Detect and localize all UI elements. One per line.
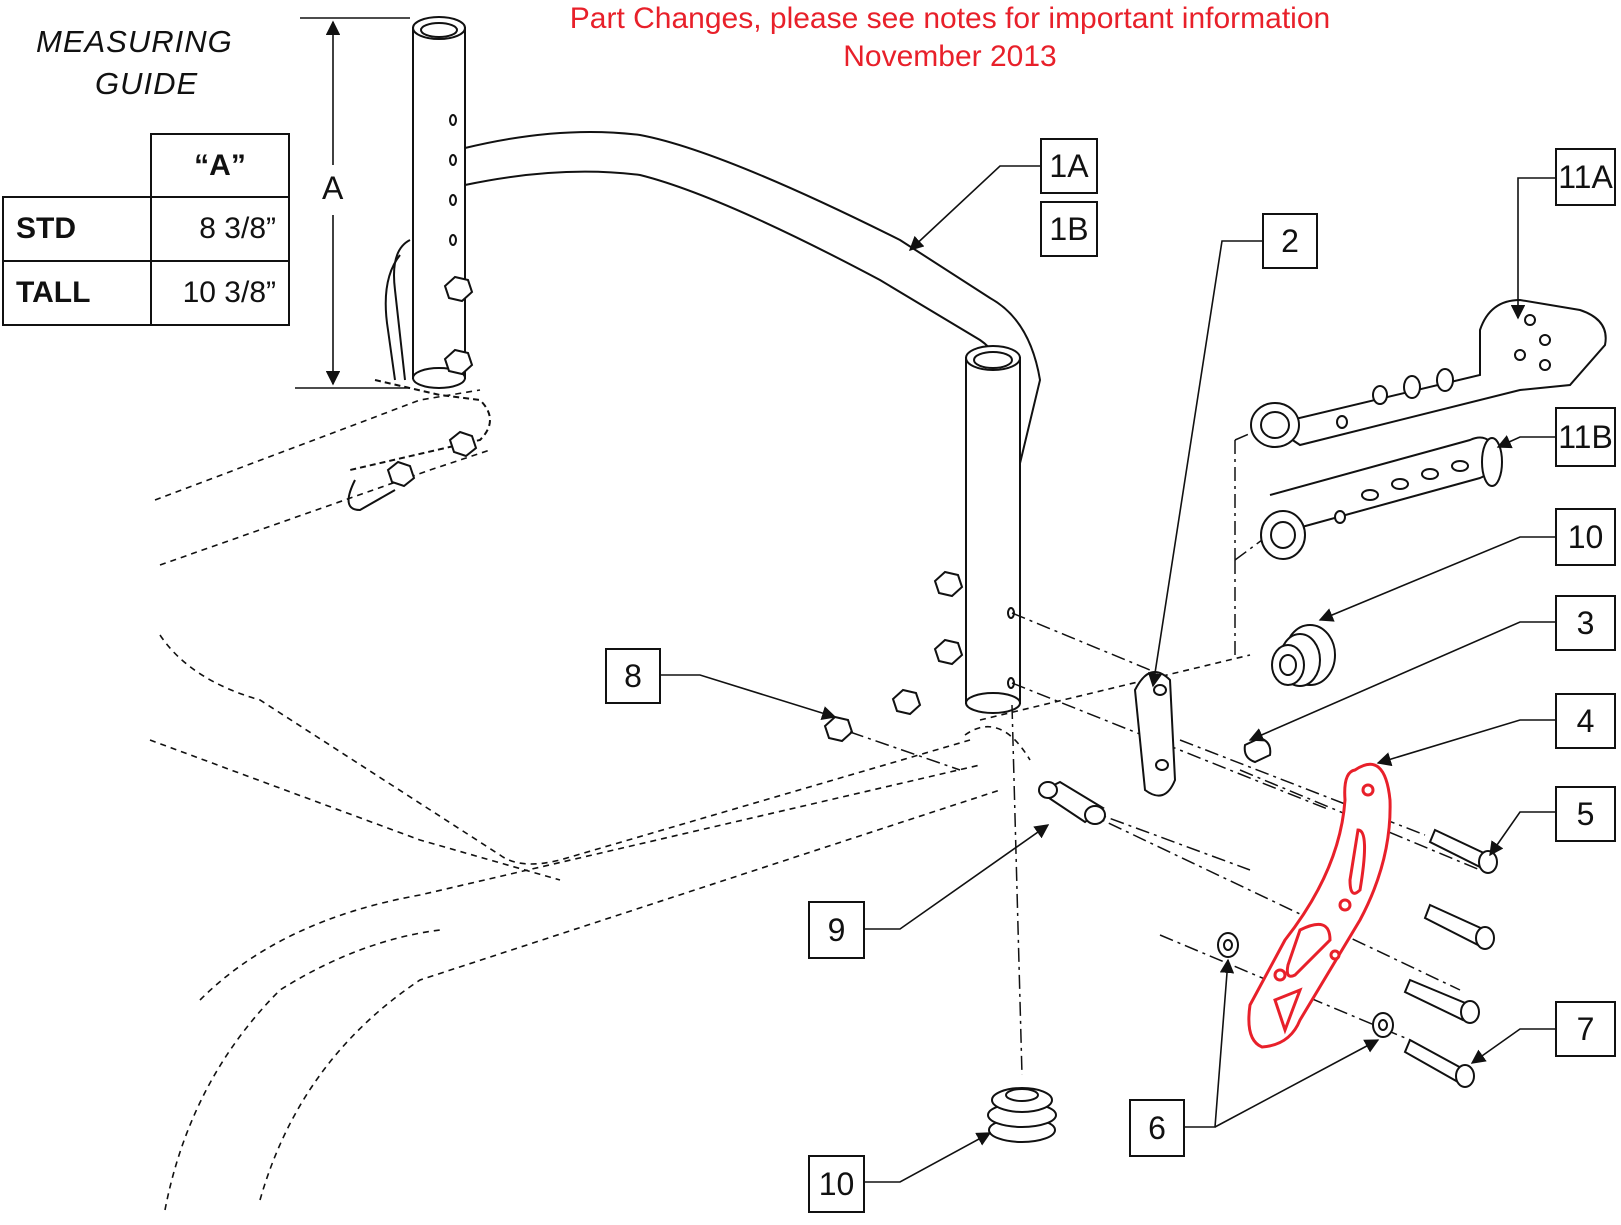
guide-title-line-2: GUIDE bbox=[95, 66, 199, 101]
callout-3: 3 bbox=[1555, 595, 1616, 651]
part-2-plate bbox=[1133, 671, 1177, 797]
callout-8: 8 bbox=[605, 648, 661, 704]
callout-6: 6 bbox=[1129, 1099, 1185, 1157]
part-11b-tube bbox=[1260, 436, 1503, 560]
part-9-bushing bbox=[1038, 780, 1106, 825]
callout-11b: 11B bbox=[1555, 407, 1616, 467]
dimension-a-label: A bbox=[322, 170, 344, 206]
guide-title-line-1: MEASURING bbox=[36, 24, 233, 59]
callout-7: 7 bbox=[1555, 1001, 1616, 1057]
part-11a-receiver bbox=[1250, 298, 1607, 448]
guide-row-value: 10 3/8” bbox=[150, 260, 290, 326]
guide-column-header: “A” bbox=[150, 133, 290, 198]
callout-1a: 1A bbox=[1040, 138, 1098, 194]
guide-row-std: STD 8 3/8” bbox=[2, 196, 290, 262]
callout-4: 4 bbox=[1555, 693, 1616, 749]
dimension-a bbox=[295, 17, 410, 389]
part-10-cap-upper bbox=[1271, 624, 1336, 687]
guide-header-row: “A” bbox=[3, 133, 290, 198]
callout-1b: 1B bbox=[1040, 201, 1098, 257]
callout-10-lower: 10 bbox=[808, 1155, 865, 1213]
part-10-cap-lower bbox=[987, 1087, 1057, 1143]
part-6-washers bbox=[1217, 932, 1394, 1038]
leader-lines bbox=[661, 165, 1555, 1183]
callout-9: 9 bbox=[808, 901, 865, 959]
back-cane-tube bbox=[464, 130, 1042, 506]
part-3-spacer bbox=[1243, 736, 1272, 764]
callout-10-upper: 10 bbox=[1555, 508, 1616, 566]
callout-2: 2 bbox=[1262, 213, 1318, 269]
measuring-guide-table: “A” STD 8 3/8” TALL 10 3/8” bbox=[2, 133, 290, 326]
guide-row-value: 8 3/8” bbox=[150, 196, 290, 262]
guide-row-label: TALL bbox=[2, 260, 152, 326]
bolts-5-7 bbox=[1403, 828, 1498, 1088]
notice-line-2: November 2013 bbox=[843, 40, 1057, 73]
dashed-frame bbox=[149, 389, 1251, 1211]
guide-row-tall: TALL 10 3/8” bbox=[2, 260, 290, 326]
front-tube bbox=[823, 345, 1021, 743]
callout-11a: 11A bbox=[1555, 148, 1616, 206]
notice-line-1: Part Changes, please see notes for impor… bbox=[569, 2, 1331, 35]
guide-row-label: STD bbox=[2, 196, 152, 262]
part-4-plate-highlighted bbox=[1247, 762, 1392, 1049]
left-back-tube bbox=[347, 16, 491, 512]
guide-corner-cell bbox=[3, 134, 152, 198]
callout-5: 5 bbox=[1555, 786, 1616, 842]
